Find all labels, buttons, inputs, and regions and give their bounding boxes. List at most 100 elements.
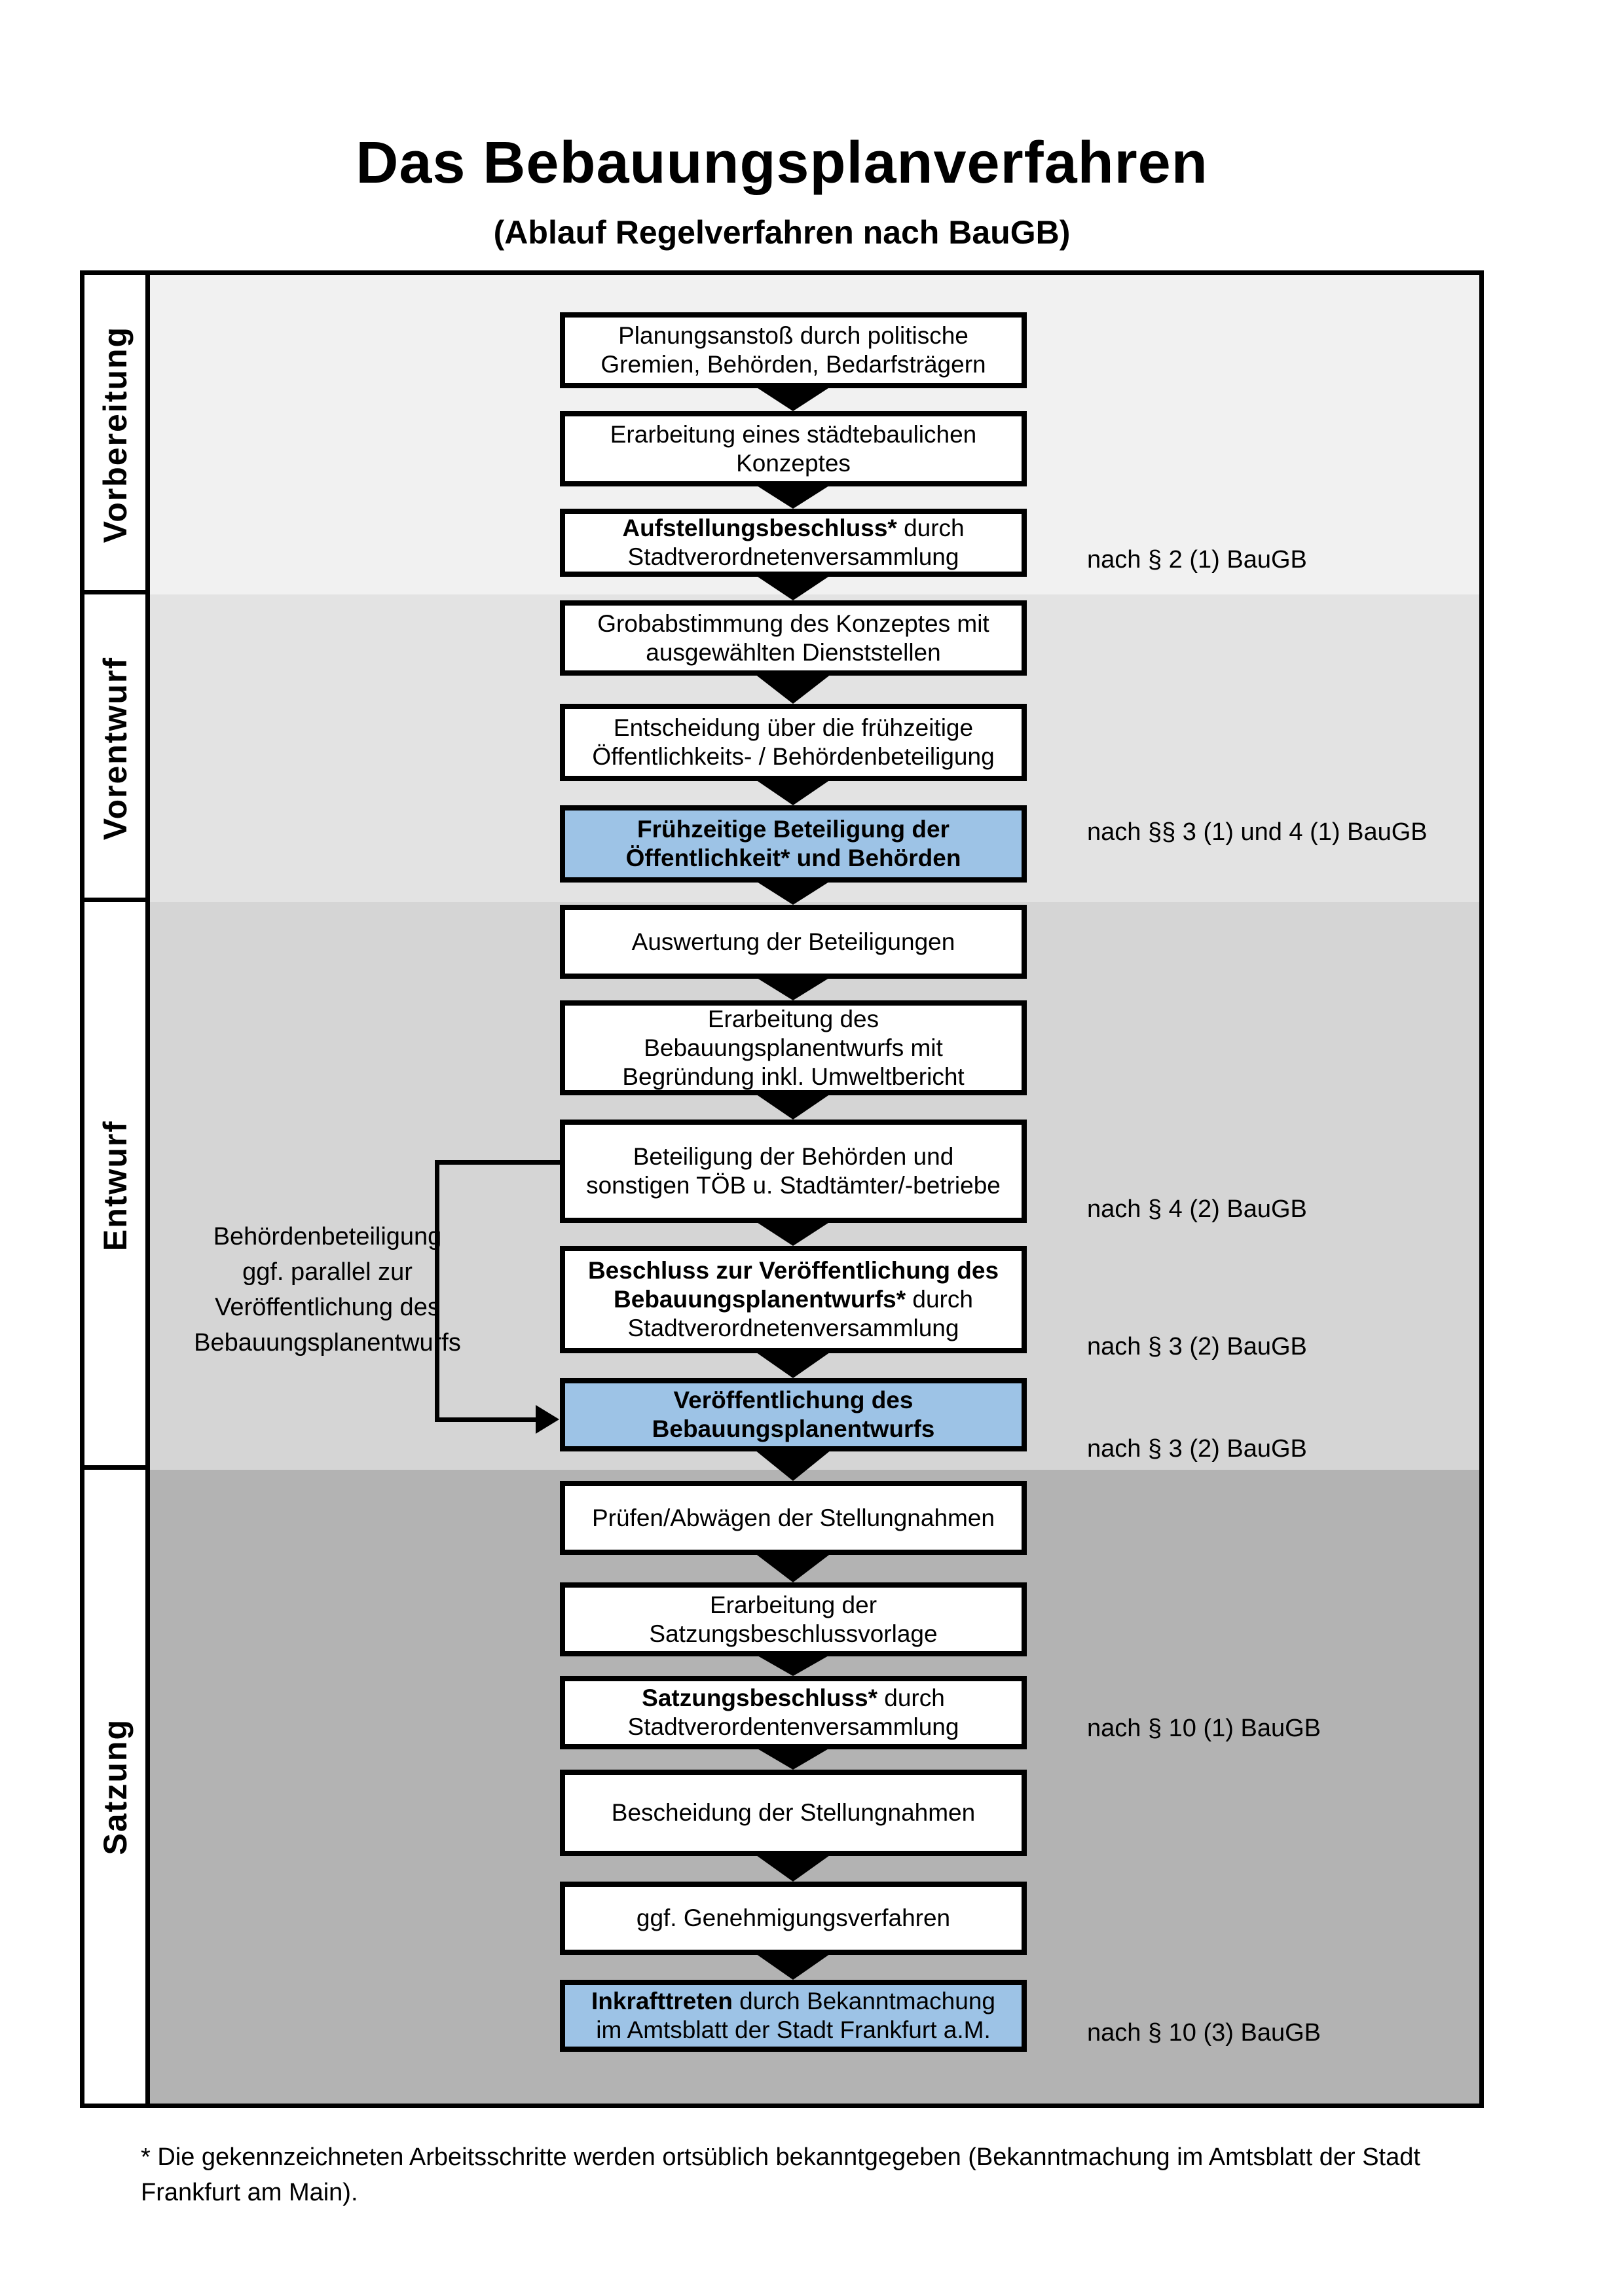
flow-box-line: Konzeptes — [736, 449, 851, 478]
flow-box-line: Stadtverordentenversammlung — [628, 1713, 959, 1741]
phase-label-cell: Vorbereitung — [84, 275, 145, 594]
page-title: Das Bebauungsplanverfahren — [356, 130, 1208, 196]
down-arrow-icon — [752, 573, 834, 600]
footnote-line: Frankfurt am Main). — [141, 2179, 358, 2206]
flow-box-text: Erarbeitung der — [709, 1591, 877, 1618]
down-arrow-icon — [752, 1852, 834, 1882]
down-arrow-icon — [752, 777, 834, 805]
flow-box: Prüfen/Abwägen der Stellungnahmen — [560, 1481, 1027, 1555]
flow-box-text: durch — [906, 1286, 973, 1313]
side-note-line: ggf. parallel zur — [242, 1258, 413, 1286]
flow-box-line: Inkrafttreten durch Bekanntmachung — [591, 1987, 995, 2016]
flow-box-text: ausgewählten Dienststellen — [646, 638, 941, 666]
flow-box-line: Stadtverordnetenversammlung — [628, 1314, 959, 1343]
flow-box-line: Öffentlichkeit* und Behörden — [626, 844, 961, 873]
down-arrow-icon — [752, 1448, 834, 1481]
flow-box-text: durch Bekanntmachung — [732, 1988, 995, 2014]
bracket-top-line — [435, 1160, 560, 1165]
flow-box-line: Begründung inkl. Umweltbericht — [622, 1063, 964, 1091]
flow-box-line: Entscheidung über die frühzeitige — [614, 714, 973, 742]
footnote: * Die gekennzeichneten Arbeitsschritte w… — [141, 2140, 1536, 2210]
flow-box-line: ggf. Genehmigungsverfahren — [637, 1904, 950, 1933]
flow-box-text: Bebauungsplanentwurfs — [652, 1415, 935, 1442]
phase-label: Satzung — [96, 1718, 134, 1855]
flow-box-text: Öffentlichkeit* und Behörden — [625, 845, 961, 871]
flow-box-text: durch — [896, 515, 965, 541]
flow-box-text: Veröffentlichung des — [673, 1387, 913, 1413]
down-arrow-icon — [752, 1091, 834, 1120]
legal-annotation: nach §§ 3 (1) und 4 (1) BauGB — [1087, 818, 1428, 846]
flow-box-line: Beteiligung der Behörden und — [633, 1142, 954, 1171]
bracket-vertical-line — [435, 1160, 439, 1422]
flow-box-line: Aufstellungsbeschluss* durch — [622, 514, 964, 543]
down-arrow-icon — [752, 1652, 834, 1676]
phase-label-cell: Satzung — [84, 1470, 145, 2104]
flow-box-line: Bebauungsplanentwurfs* durch — [614, 1285, 973, 1314]
flow-box-line: im Amtsblatt der Stadt Frankfurt a.M. — [596, 2016, 990, 2045]
flow-box-line: Satzungsbeschlussvorlage — [649, 1620, 937, 1649]
bracket-bottom-line — [435, 1417, 537, 1422]
flow-box-text: Öffentlichkeits- / Behördenbeteiligung — [592, 743, 995, 770]
side-note-line: Veröffentlichung des — [215, 1294, 440, 1321]
side-note-line: Bebauungsplanentwurfs — [194, 1329, 461, 1357]
flow-box-text: Planungsanstoß durch politische — [618, 322, 969, 349]
legal-annotation: nach § 4 (2) BauGB — [1087, 1195, 1307, 1223]
legal-annotation: nach § 2 (1) BauGB — [1087, 546, 1307, 574]
flow-box-text: Stadtverordnetenversammlung — [627, 543, 959, 570]
flow-box-text: Prüfen/Abwägen der Stellungnahmen — [591, 1504, 995, 1531]
flow-box-text: Gremien, Behörden, Bedarfsträgern — [600, 351, 986, 378]
flow-box-line: Satzungsbeschluss* durch — [642, 1684, 945, 1713]
phase-label: Vorentwurf — [96, 656, 134, 841]
label-column-border — [145, 270, 150, 2108]
legal-annotation: nach § 10 (3) BauGB — [1087, 2019, 1321, 2047]
legal-annotation: nach § 10 (1) BauGB — [1087, 1715, 1321, 1742]
legal-annotation: nach § 3 (2) BauGB — [1087, 1333, 1307, 1360]
flow-box-line: Beschluss zur Veröffentlichung des — [588, 1256, 999, 1285]
down-arrow-icon — [752, 1951, 834, 1980]
flow-box-text: Satzungsbeschlussvorlage — [649, 1620, 938, 1647]
flow-box-line: Prüfen/Abwägen der Stellungnahmen — [592, 1504, 995, 1533]
phase-label: Entwurf — [96, 1120, 134, 1252]
flow-box-text: sonstigen TÖB u. Stadtämter/-betriebe — [586, 1172, 1001, 1199]
flow-box-text: Bebauungsplanentwurfs mit — [644, 1034, 943, 1061]
flow-box-text: durch — [877, 1685, 945, 1711]
down-arrow-icon — [752, 1349, 834, 1378]
flow-box-text: Erarbeitung des — [707, 1005, 879, 1032]
flow-box-text: Entscheidung über die frühzeitige — [613, 714, 974, 741]
flow-box-line: Erarbeitung der — [710, 1591, 877, 1620]
flow-box-text: Konzeptes — [736, 449, 851, 477]
flow-box-line: Grobabstimmung des Konzeptes mit — [597, 610, 989, 638]
flow-box-text: Beteiligung der Behörden und — [633, 1143, 954, 1170]
flow-box-line: Auswertung der Beteiligungen — [632, 928, 955, 957]
flow-box-line: Bebauungsplanentwurfs mit — [644, 1034, 943, 1063]
down-arrow-icon — [752, 483, 834, 509]
flow-box-text: Grobabstimmung des Konzeptes mit — [597, 610, 989, 637]
down-arrow-icon — [752, 1551, 834, 1582]
flow-box-line: Stadtverordnetenversammlung — [628, 543, 959, 572]
flow-box-line: Erarbeitung eines städtebaulichen — [610, 420, 977, 449]
flow-box-text: Stadtverordentenversammlung — [627, 1713, 959, 1740]
flow-box-line: Bescheidung der Stellungnahmen — [612, 1798, 975, 1827]
down-arrow-icon — [752, 1219, 834, 1246]
flow-box-line: Erarbeitung des — [708, 1005, 879, 1034]
flow-box-line: Gremien, Behörden, Bedarfsträgern — [600, 350, 986, 379]
diagram-frame — [80, 270, 1484, 2108]
flow-box-text: Begründung inkl. Umweltbericht — [622, 1063, 965, 1090]
flow-box-line: Veröffentlichung des — [674, 1386, 913, 1415]
flow-box-text: Beschluss zur Veröffentlichung des — [587, 1257, 999, 1284]
down-arrow-icon — [752, 975, 834, 1000]
flow-box-line: Frühzeitige Beteiligung der — [637, 815, 950, 844]
down-arrow-icon — [752, 1745, 834, 1770]
legal-annotation: nach § 3 (2) BauGB — [1087, 1435, 1307, 1463]
down-arrow-icon — [752, 672, 834, 704]
